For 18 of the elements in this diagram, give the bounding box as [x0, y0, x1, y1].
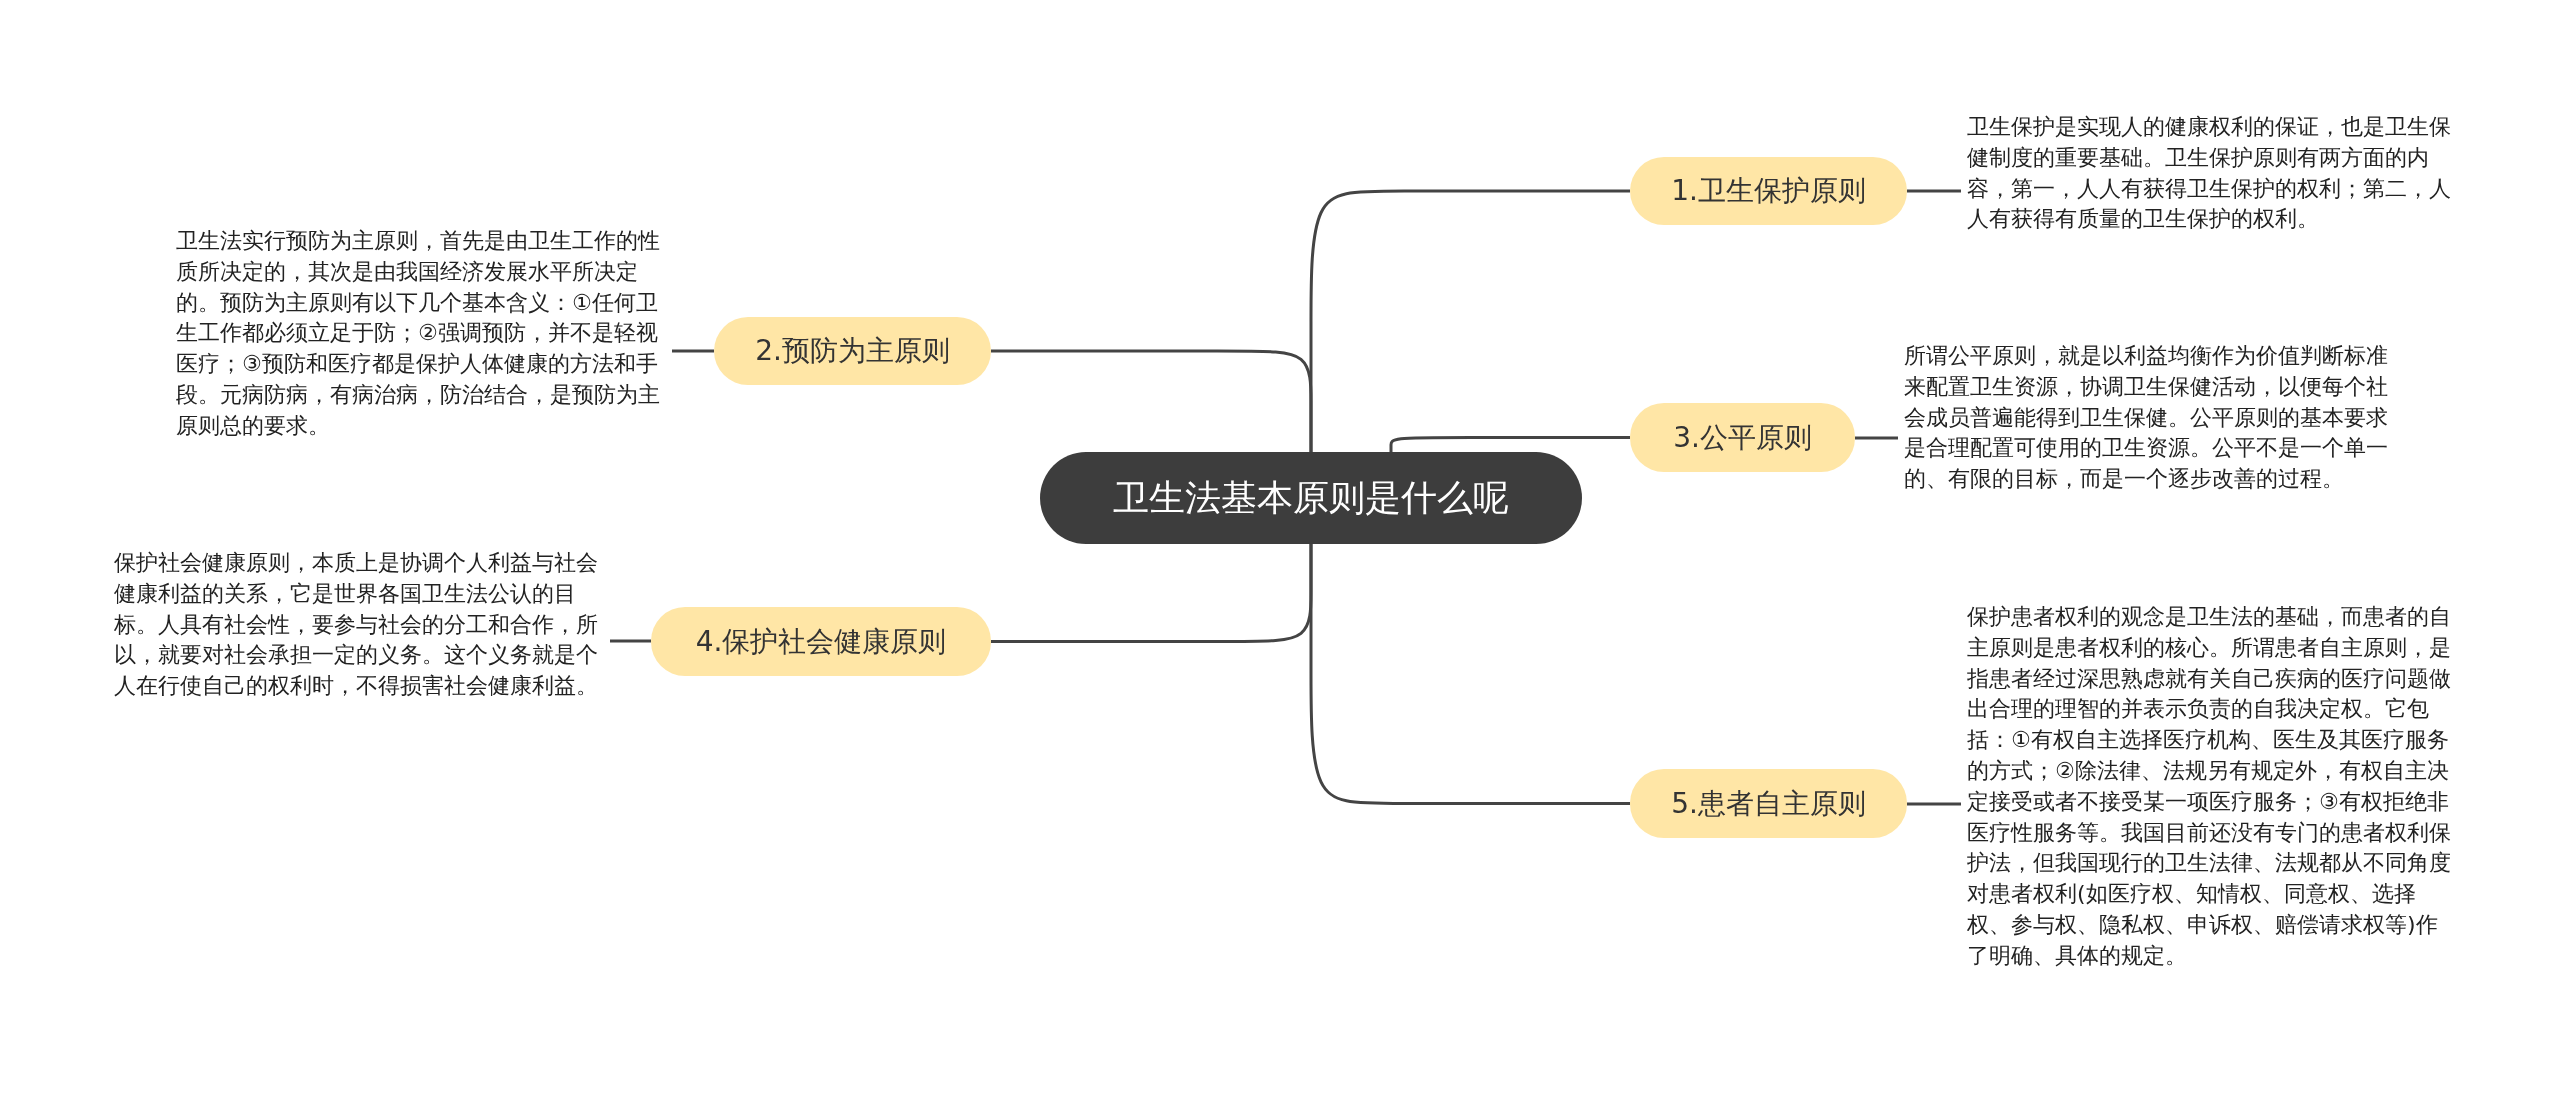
note-text: 卫生保护是实现人的健康权利的保证，也是卫生保健制度的重要基础。卫生保护原则有两方面的内容，第一，人人有获得卫生保护的权利；第二，人人有获得有质量的卫生保护的权利。: [1967, 112, 2455, 236]
topic-node: 2.预防为主原则: [714, 317, 991, 385]
central-topic: 卫生法基本原则是什么呢: [1040, 452, 1582, 544]
topic-node: 1.卫生保护原则: [1630, 157, 1907, 225]
note-text: 卫生法实行预防为主原则，首先是由卫生工作的性质所决定的，其次是由我国经济发展水平所决定的。预防为主原则有以下几个基本含义：①任何卫生工作都必须立足于防；②强调预防，并不是轻视医疗；③预防和医疗都是保护人体健康的方法和手段。元病防病，有病治病，防治结合，是预防为主原则总的要求。: [176, 226, 666, 442]
connector-line: [1907, 189, 1961, 193]
topic-node: 3.公平原则: [1630, 403, 1855, 472]
topic-node: 5.患者自主原则: [1630, 769, 1907, 838]
connector-line: [672, 349, 714, 353]
connector-line: [1309, 544, 1630, 805]
connector-line: [1907, 802, 1961, 806]
topic-node: 4.保护社会健康原则: [651, 607, 991, 676]
note-text: 所谓公平原则，就是以利益均衡作为价值判断标准来配置卫生资源，协调卫生保健活动，以便每个社会成员普遍能得到卫生保健。公平原则的基本要求是合理配置可使用的卫生资源。公平不是一个单一的、有限的目标，而是一个逐步改善的过程。: [1904, 341, 2394, 495]
note-text: 保护患者权利的观念是卫生法的基础，而患者的自主原则是患者权利的核心。所谓患者自主原则，是指患者经过深思熟虑就有关自己疾病的医疗问题做出合理的理智的并表示负责的自我决定权。它包括：①有权自主选择医疗机构、医生及其医疗服务的方式；②除法律、法规另有规定外，有权自主决定接受或者不接受某一项医疗服务；③有权拒绝非医疗性服务等。我国目前还没有专门的患者权利保护法，但我国现行的卫生法律、法规都从不同角度对患者权利(如医疗权、知情权、同意权、选择权、参与权、隐私权、申诉权、赔偿请求权等)作了明确、具体的规定。: [1967, 602, 2455, 972]
connector-line: [1855, 436, 1898, 440]
connector-line: [610, 639, 651, 643]
connector-line: [991, 349, 1313, 452]
note-text: 保护社会健康原则，本质上是协调个人利益与社会健康利益的关系，它是世界各国卫生法公认的目标。人具有社会性，要参与社会的分工和合作，所以，就要对社会承担一定的义务。这个义务就是个人在行使自己的权利时，不得损害社会健康利益。: [114, 548, 604, 702]
